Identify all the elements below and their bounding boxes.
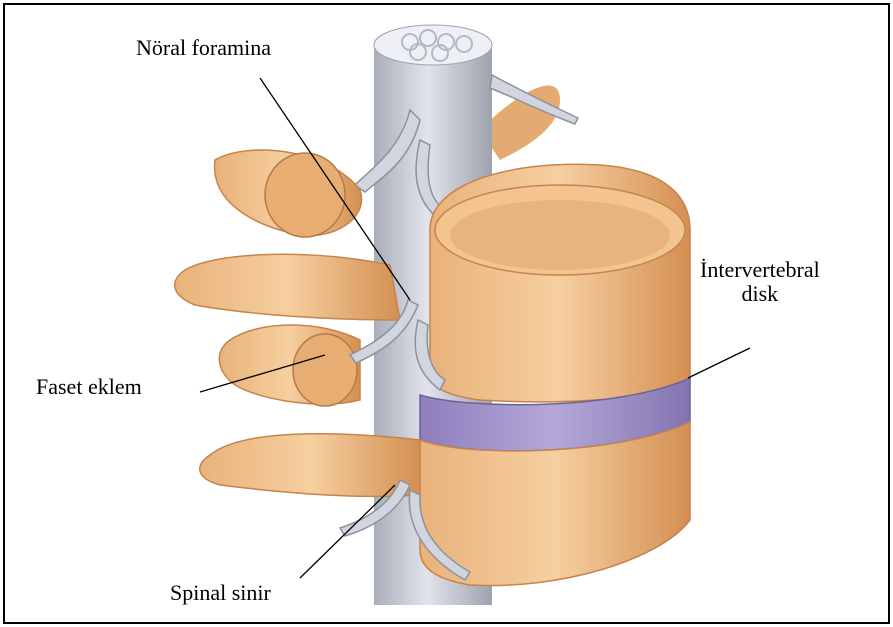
upper-vertebral-body	[430, 164, 690, 402]
label-spinal-nerve: Spinal sinir	[170, 581, 271, 605]
label-facet-joint: Faset eklem	[36, 375, 142, 399]
label-intervertebral-line2: disk	[700, 282, 820, 306]
label-intervertebral-disc: İntervertebral disk	[700, 258, 820, 306]
label-intervertebral-line1: İntervertebral	[700, 258, 820, 282]
label-neural-foramina: Nöral foramina	[136, 36, 271, 60]
leader-intervertebral-disc	[688, 348, 750, 378]
